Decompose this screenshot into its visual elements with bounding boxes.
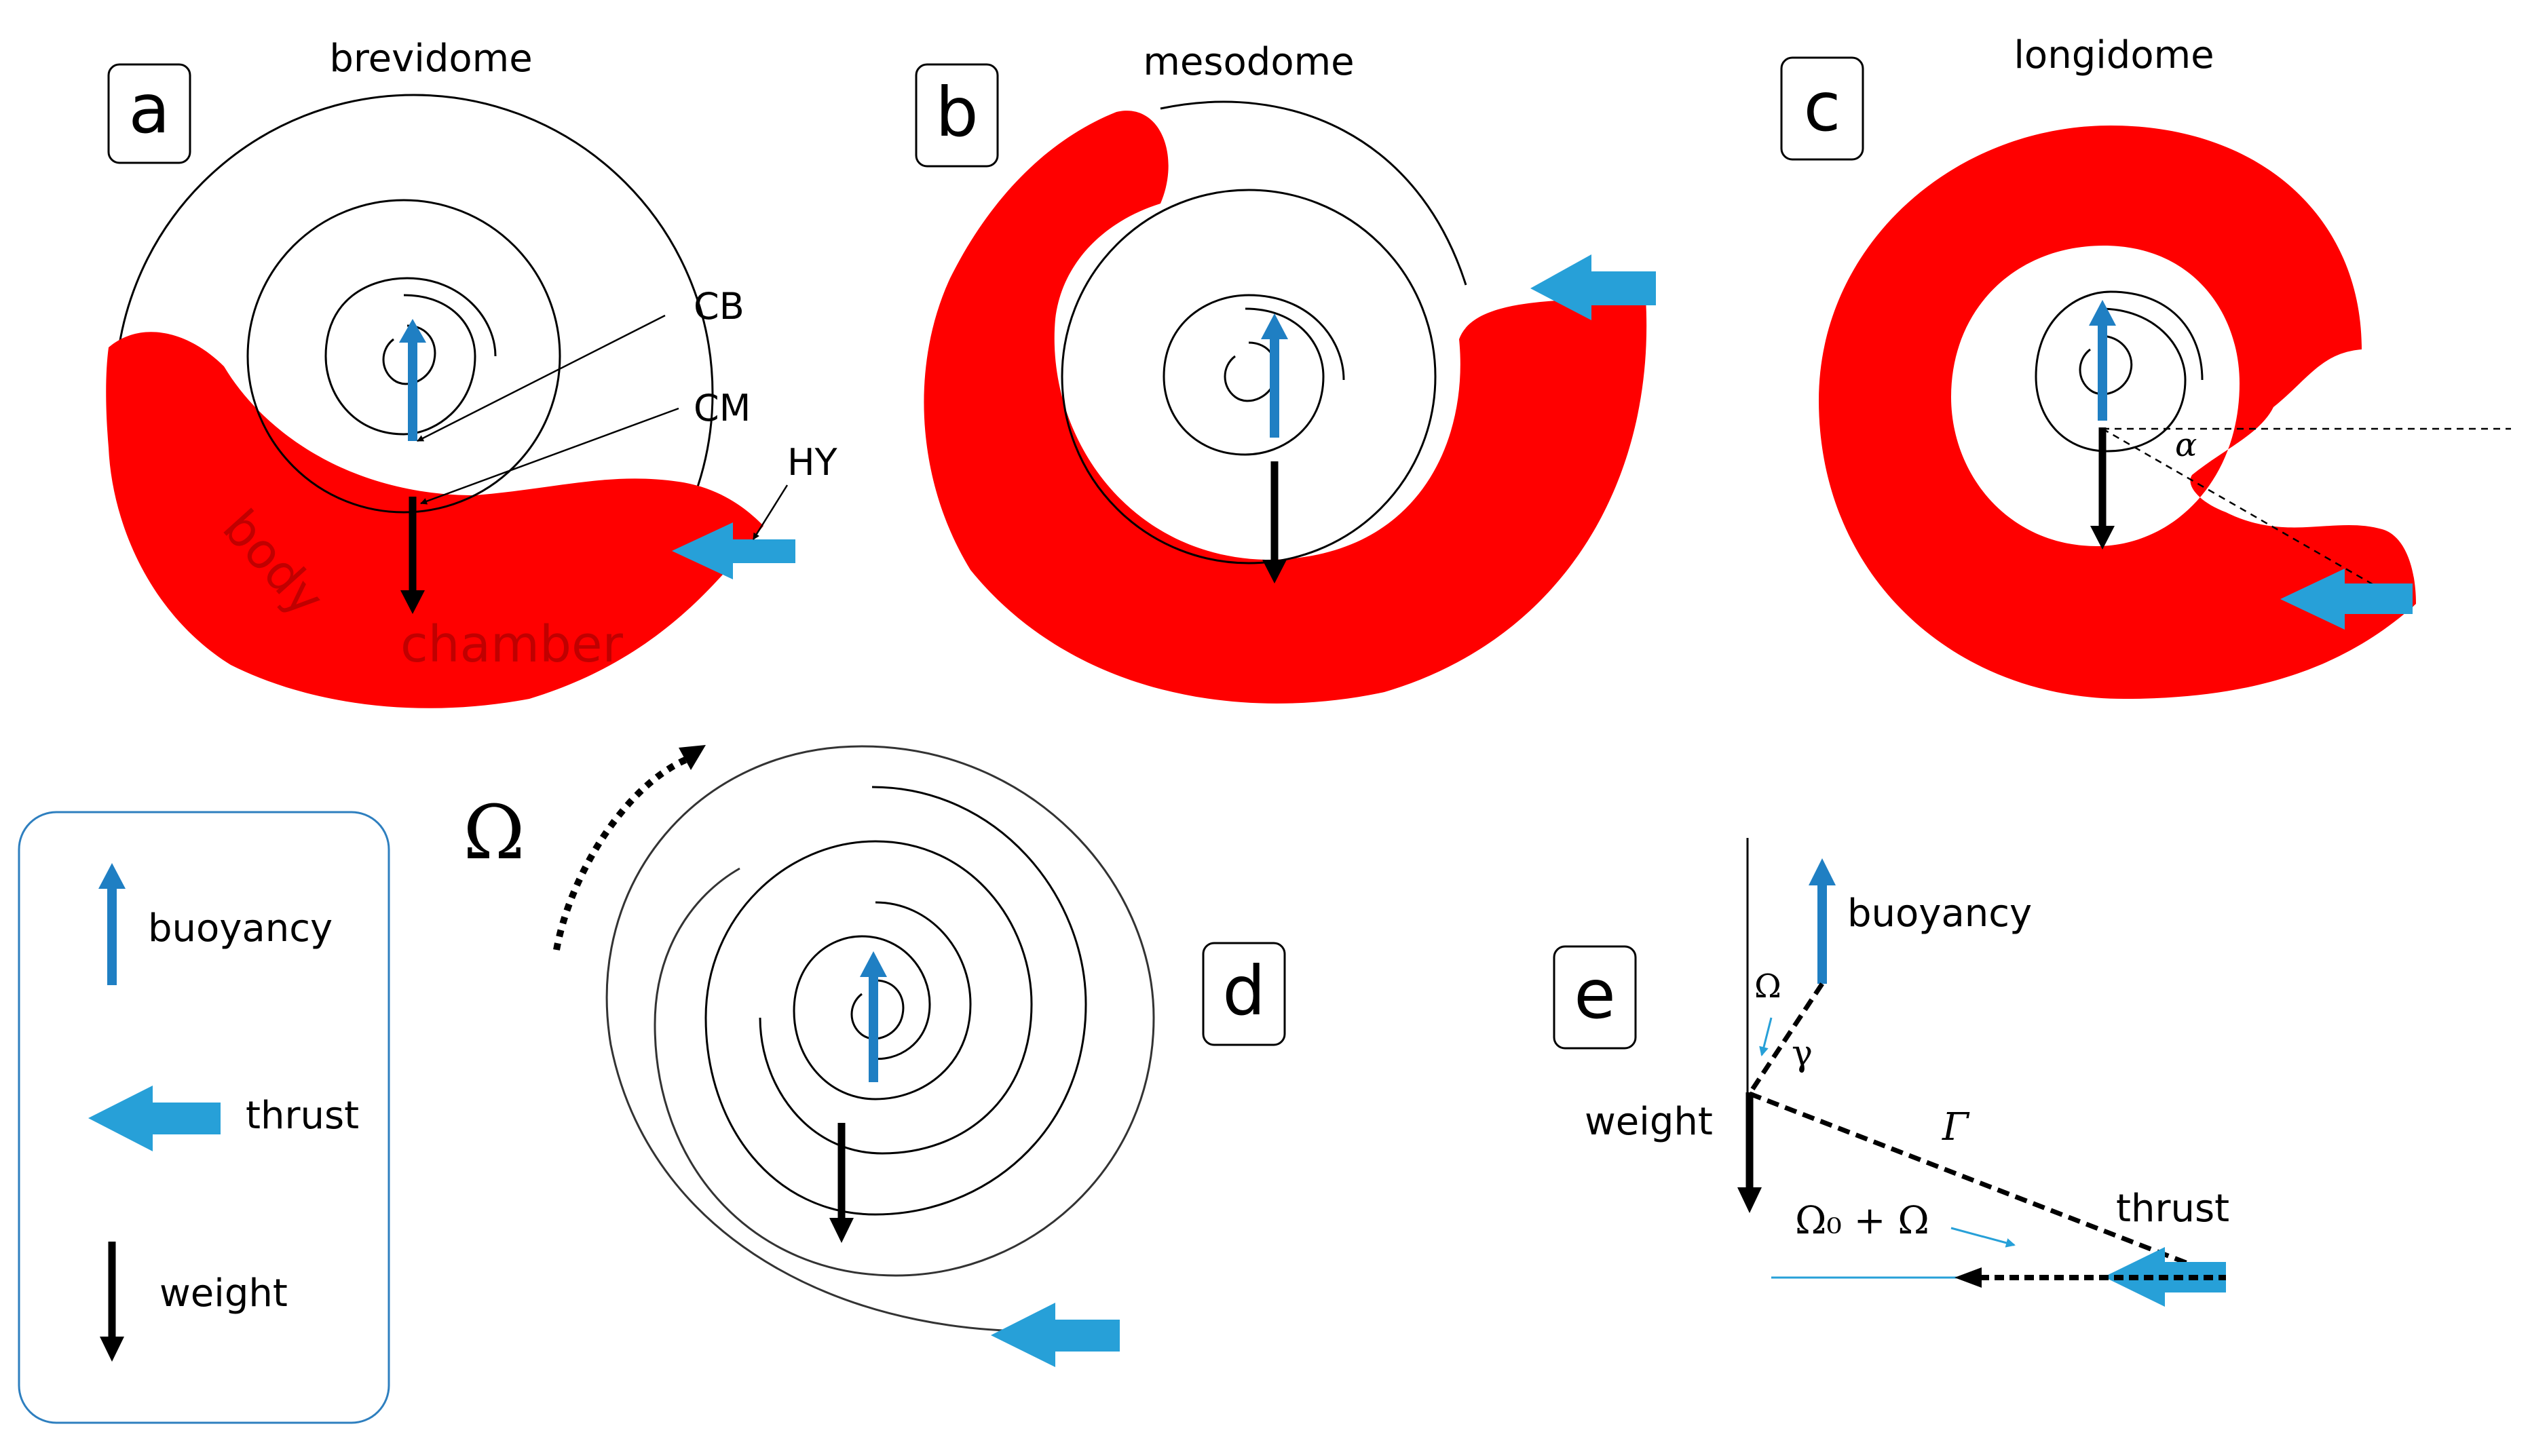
weight-arrow-c-head: [2090, 526, 2115, 550]
panel-e-letter: e: [1574, 955, 1616, 1034]
cm-leader: [420, 407, 679, 505]
body-chamber-b: [924, 111, 1647, 704]
rotation-arrow-d-head: [679, 745, 706, 770]
shell-core-spiral: [382, 324, 436, 385]
thrust-arrow-a: [672, 522, 795, 579]
label-cb: CB: [694, 285, 744, 328]
legend-weight-label: weight: [159, 1271, 288, 1316]
label-cm: CM: [694, 387, 751, 429]
label-omega-e: Ω: [1754, 968, 1781, 1005]
panel-c-letter: c: [1804, 67, 1841, 147]
spiral-inner-d: [793, 901, 972, 1100]
shell-inner-spiral-c: [2035, 290, 2204, 453]
panel-d: d Ω: [463, 745, 1286, 1367]
shell-middle-whorl: [246, 199, 561, 514]
legend: buoyancy thrust weight: [18, 811, 390, 1424]
buoyancy-arrow-c-head: [2089, 300, 2116, 326]
shell-inner-spiral: [324, 277, 497, 436]
panel-c-letter-box: [1780, 56, 1864, 161]
legend-thrust-icon: [88, 1086, 221, 1151]
hy-leader: [752, 484, 789, 540]
label-omega-d: Ω: [463, 789, 525, 876]
legend-thrust-label: thrust: [246, 1094, 359, 1138]
label-omega-sum: Ω₀ + Ω: [1795, 1199, 1929, 1243]
panel-b: b mesodome: [915, 40, 1656, 704]
cb-leader: [417, 314, 666, 442]
label-hy: HY: [787, 441, 838, 484]
legend-buoyancy-icon-head: [98, 863, 126, 889]
buoyancy-arrow-d-head: [860, 951, 887, 977]
buoyancy-arrow-a-head: [399, 319, 426, 343]
body-chamber: [106, 332, 763, 708]
shell-outer-arc-b: [1160, 100, 1467, 286]
thrust-arrow-c: [2280, 569, 2413, 630]
label-chamber: chamber: [400, 615, 624, 674]
omega-sum-arrow-e: [1950, 1227, 2016, 1248]
panel-a-letter-box: [107, 63, 191, 164]
spiral-middle-d: [704, 786, 1087, 1216]
weight-arrow-e-head: [1737, 1187, 1762, 1213]
angle-line-c: [2102, 427, 2413, 609]
panel-b-letter-box: [915, 63, 999, 168]
shell-middle-whorl-b: [1061, 189, 1437, 564]
weight-arrow-b-head: [1262, 560, 1287, 583]
omega-arrow-e: [1759, 1017, 1773, 1056]
panel-c: c longidome α: [1780, 33, 2511, 699]
thrust-arrow-d: [991, 1303, 1120, 1367]
shell-inner-spiral-b: [1163, 294, 1345, 456]
label-big-gamma: Γ: [1942, 1105, 1970, 1149]
body-chamber-c: [1819, 126, 2416, 699]
shell-core-spiral-c: [2079, 334, 2133, 396]
panel-e: e buoyancy Ω γ weight Γ thrust Ω₀ + Ω: [1553, 838, 2229, 1307]
panel-a-title: brevidome: [329, 37, 532, 81]
panel-a: a brevidome CB CM HY body chamber: [106, 37, 838, 708]
panel-d-letter: d: [1222, 951, 1265, 1031]
label-thrust-e: thrust: [2116, 1187, 2229, 1231]
gamma-line-e: [1748, 982, 1824, 1095]
legend-weight-icon-head: [100, 1337, 124, 1362]
panel-a-letter: a: [128, 69, 170, 149]
panel-d-letter-box: [1202, 942, 1286, 1046]
spiral-core-d: [850, 979, 905, 1040]
big-gamma-line-e: [1748, 1091, 2221, 1278]
rotation-arrow-d: [553, 756, 687, 951]
label-buoyancy-e: buoyancy: [1847, 892, 2032, 936]
panel-b-title: mesodome: [1143, 40, 1354, 84]
weight-arrow-a-head: [400, 590, 425, 614]
thrust-dashed-head-e: [1955, 1267, 1982, 1288]
panel-e-letter-box: [1553, 945, 1637, 1050]
label-gamma-small: γ: [1792, 1033, 1813, 1074]
label-weight-e: weight: [1585, 1100, 1713, 1144]
panel-b-letter: b: [935, 73, 978, 152]
thrust-arrow-b: [1530, 254, 1656, 320]
label-alpha: α: [2175, 426, 2197, 464]
legend-buoyancy-label: buoyancy: [148, 906, 333, 951]
spiral-outer-d: [605, 745, 1155, 1333]
weight-arrow-d-head: [829, 1218, 854, 1243]
buoyancy-arrow-b-head: [1261, 313, 1288, 339]
panel-c-title: longidome: [2014, 33, 2214, 77]
shell-core-spiral-b: [1224, 341, 1278, 402]
buoyancy-arrow-e-head: [1809, 858, 1836, 885]
